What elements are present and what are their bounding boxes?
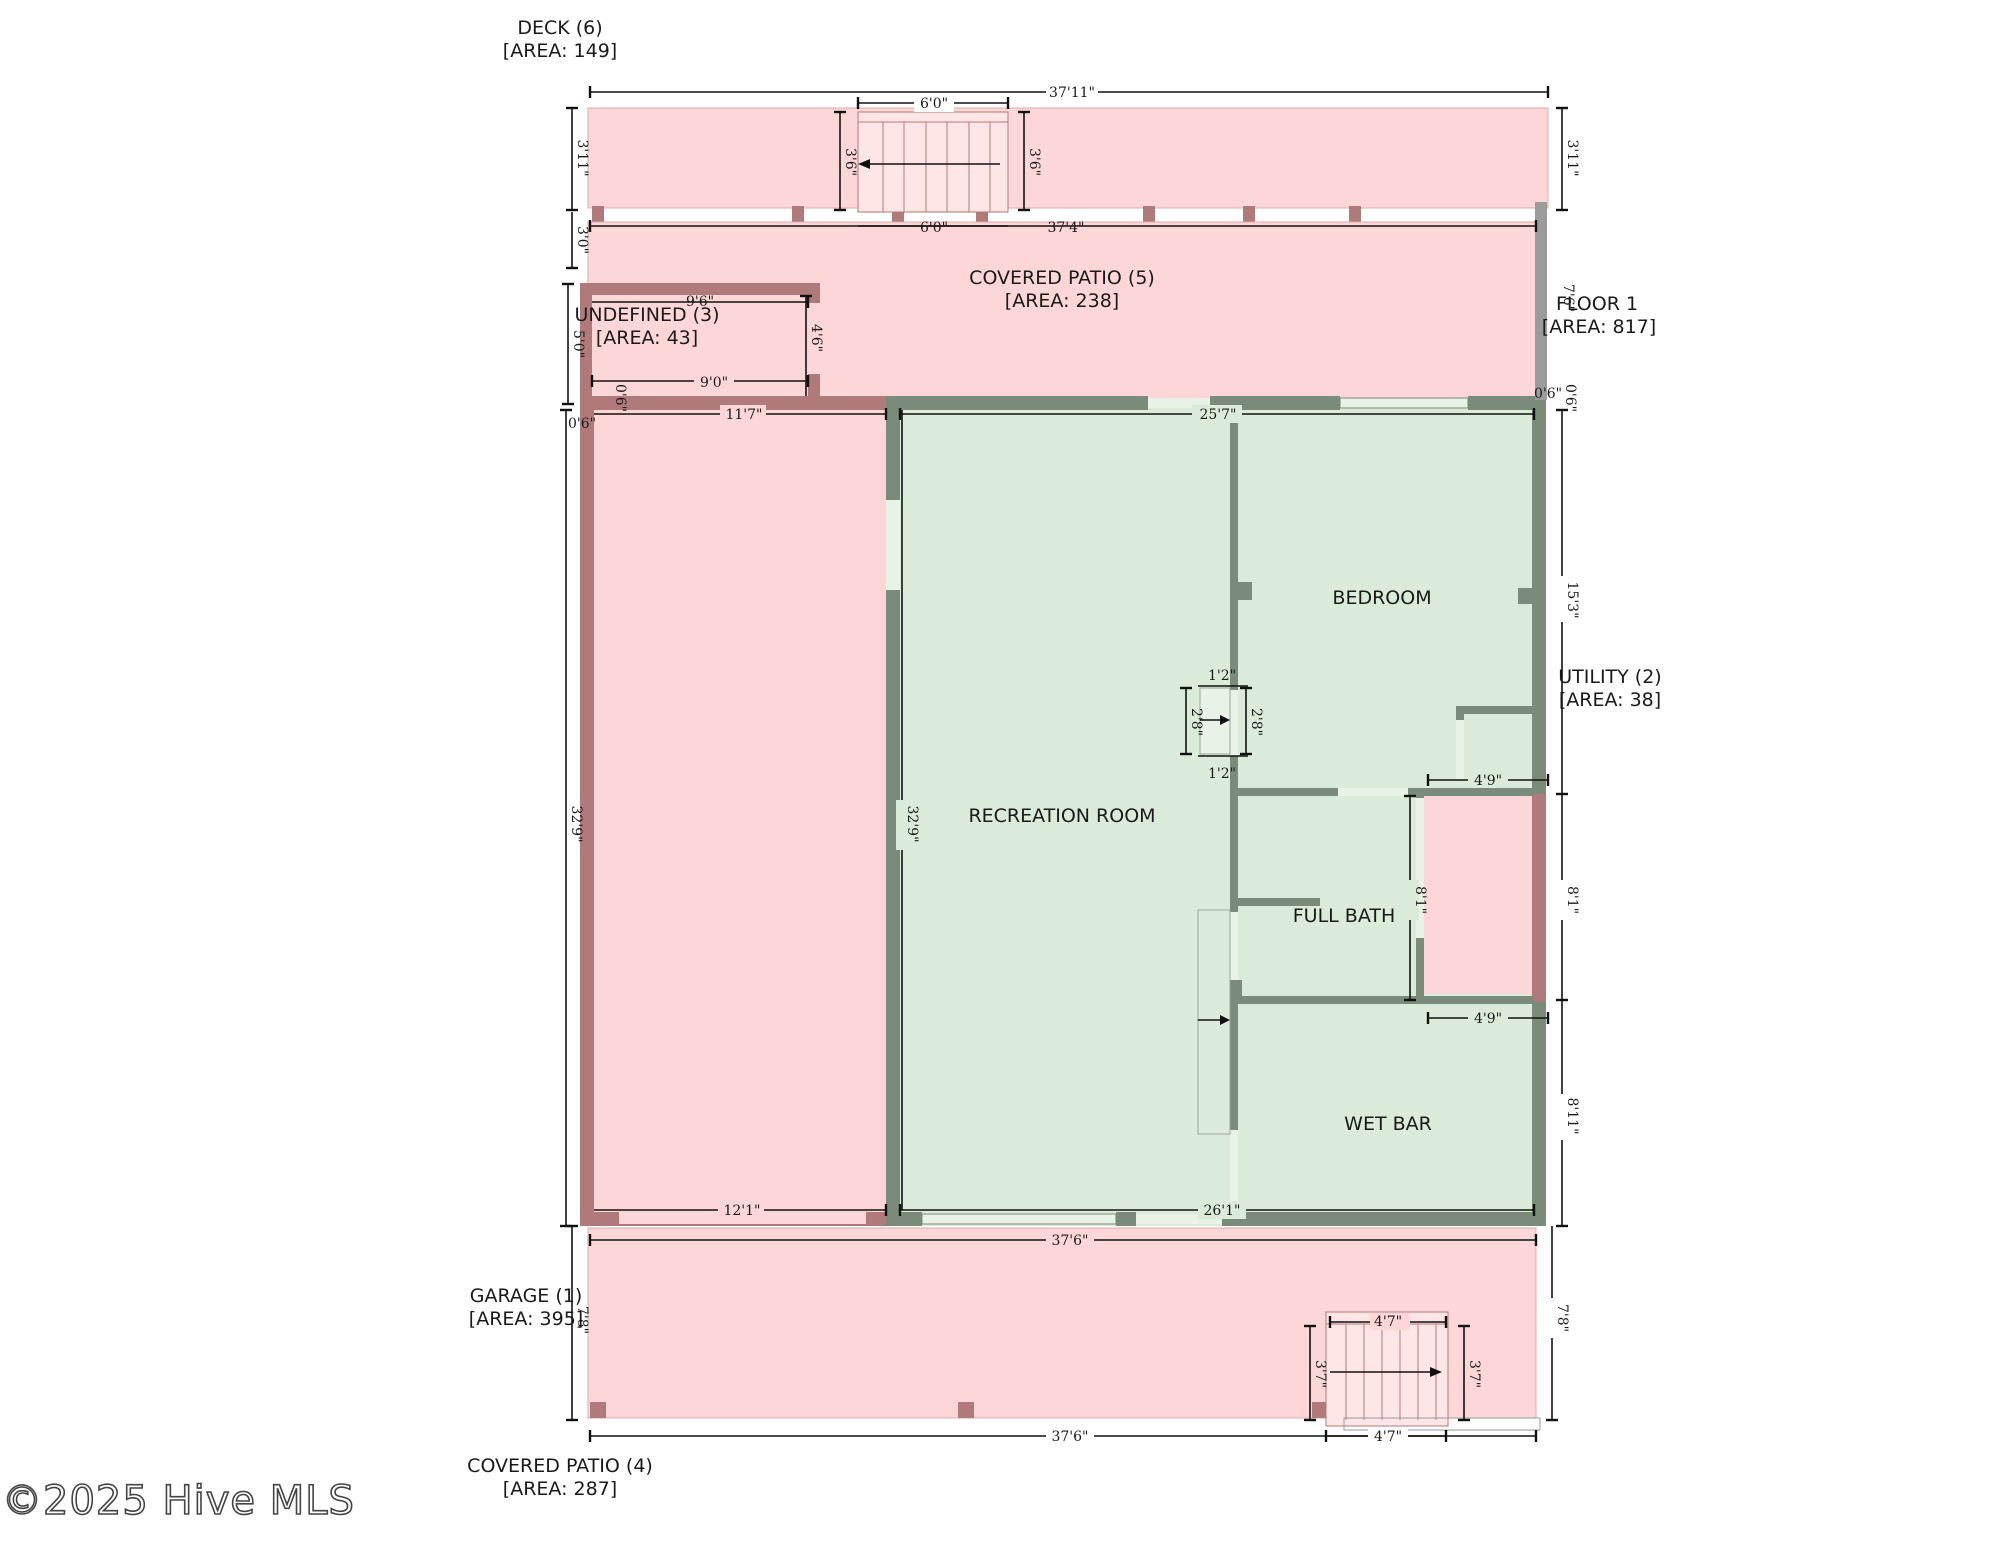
utility-2-label: UTILITY (2): [1558, 666, 1661, 688]
deck-label: DECK (6): [517, 17, 602, 39]
room-labels: RECREATION ROOM BEDROOM FULL BATH WET BA…: [968, 587, 1431, 1135]
dim-deck-stair-right: 3'6": [1026, 148, 1042, 176]
dim-undefined-bottom: 9'0": [700, 375, 728, 391]
dim-deck-stair-bottom: 6'0": [920, 220, 948, 236]
dim-garage-depth: 32'9": [568, 805, 584, 842]
dim-patio5-width: 37'4": [1047, 220, 1084, 236]
room-recreation-room: RECREATION ROOM: [968, 805, 1155, 827]
dim-patio4-stair-top: 4'7": [1374, 1314, 1402, 1330]
dim-wall-right-b: 0'6": [1562, 384, 1578, 412]
room-full-bath: FULL BATH: [1293, 905, 1396, 927]
watermark: ©2025 Hive MLS: [2, 1478, 355, 1524]
area-labels: DECK (6) [AREA: 149] COVERED PATIO (5) […: [467, 17, 1662, 1500]
covered-patio-4-label: COVERED PATIO (4): [467, 1455, 653, 1477]
undefined-3-label: UNDEFINED (3): [574, 304, 719, 326]
dim-undefined-depth: 4'6": [808, 324, 824, 352]
dim-patio4-depth-left: 7'8": [574, 1306, 590, 1334]
dim-patio5-depth-right: 7'6": [1560, 284, 1576, 312]
dim-patio4-stair-bottom: 4'7": [1374, 1429, 1402, 1445]
dim-closet-depth-right: 2'8": [1248, 708, 1264, 736]
dim-undefined-wall: 0'6": [612, 384, 628, 412]
dim-main-width-bottom: 26'1": [1203, 1203, 1240, 1219]
dim-patio5-offset: 3'0": [574, 226, 590, 254]
undefined-3-area-value: [AREA: 43]: [596, 327, 698, 349]
floor-1-label: FLOOR 1: [1556, 293, 1638, 315]
garage-area: [580, 396, 888, 1226]
room-wet-bar: WET BAR: [1344, 1113, 1432, 1135]
dim-closet-bottom: 1'2": [1208, 766, 1236, 782]
floor-1-area-value: [AREA: 817]: [1542, 316, 1656, 338]
dim-deck-depth-right: 3'11": [1564, 139, 1580, 176]
dim-garage-width-bottom: 12'1": [723, 1203, 760, 1219]
dim-wall-right-a: 0'6": [1534, 386, 1562, 402]
dim-deck-depth-left: 3'11": [574, 139, 590, 176]
dim-patio4-width-bottom: 37'6": [1051, 1429, 1088, 1445]
dim-closet-depth-left: 2'8": [1188, 708, 1204, 736]
deck-stairs: [857, 111, 1009, 213]
dim-utility-depth-inner: 8'1": [1412, 886, 1428, 914]
dim-utility-width-top: 4'9": [1474, 773, 1502, 789]
floor-1-interior: [886, 202, 1547, 1226]
dim-deck-stair-top: 6'0": [920, 96, 948, 112]
dim-wall-left: 0'6": [568, 416, 596, 432]
utility-2-area-value: [AREA: 38]: [1559, 689, 1661, 711]
dim-patio4-width-top: 37'6": [1051, 1233, 1088, 1249]
covered-patio-5-area-value: [AREA: 238]: [1005, 290, 1119, 312]
garage-1-area-value: [AREA: 395]: [469, 1308, 583, 1330]
dim-patio4-depth-right: 7'8": [1554, 1304, 1570, 1332]
dim-wetbar-depth: 8'11": [1564, 1097, 1580, 1134]
deck-area: [587, 107, 1549, 222]
dim-patio4-stair-right: 3'7": [1466, 1360, 1482, 1388]
dimension-labels: 37'11" 6'0" 6'0" 37'4" 3'11" 3'11" 3'6" …: [568, 83, 1580, 1445]
dim-patio4-stair-left: 3'7": [1312, 1360, 1328, 1388]
dim-deck-stair-left: 3'6": [842, 148, 858, 176]
dim-closet-top: 1'2": [1208, 668, 1236, 684]
dim-utility-width-bottom: 4'9": [1474, 1011, 1502, 1027]
dim-undefined-top: 9'6": [686, 294, 714, 310]
garage-1-label: GARAGE (1): [470, 1285, 583, 1307]
room-bedroom: BEDROOM: [1332, 587, 1431, 609]
dim-rec-depth: 32'9": [904, 805, 920, 842]
dim-bedroom-depth: 15'3": [1564, 581, 1580, 618]
patio-4-stairs: [1325, 1311, 1541, 1431]
dim-utility-depth-outer: 8'1": [1564, 886, 1580, 914]
deck-area-value: [AREA: 149]: [503, 40, 617, 62]
covered-patio-5-label: COVERED PATIO (5): [969, 267, 1155, 289]
dim-main-width-top: 25'7": [1199, 407, 1236, 423]
dim-deck-width: 37'11": [1049, 85, 1095, 101]
dim-undefined-outer: 5'0": [570, 330, 586, 358]
dim-garage-width-top: 11'7": [725, 407, 762, 423]
covered-patio-4-area-value: [AREA: 287]: [503, 1478, 617, 1500]
